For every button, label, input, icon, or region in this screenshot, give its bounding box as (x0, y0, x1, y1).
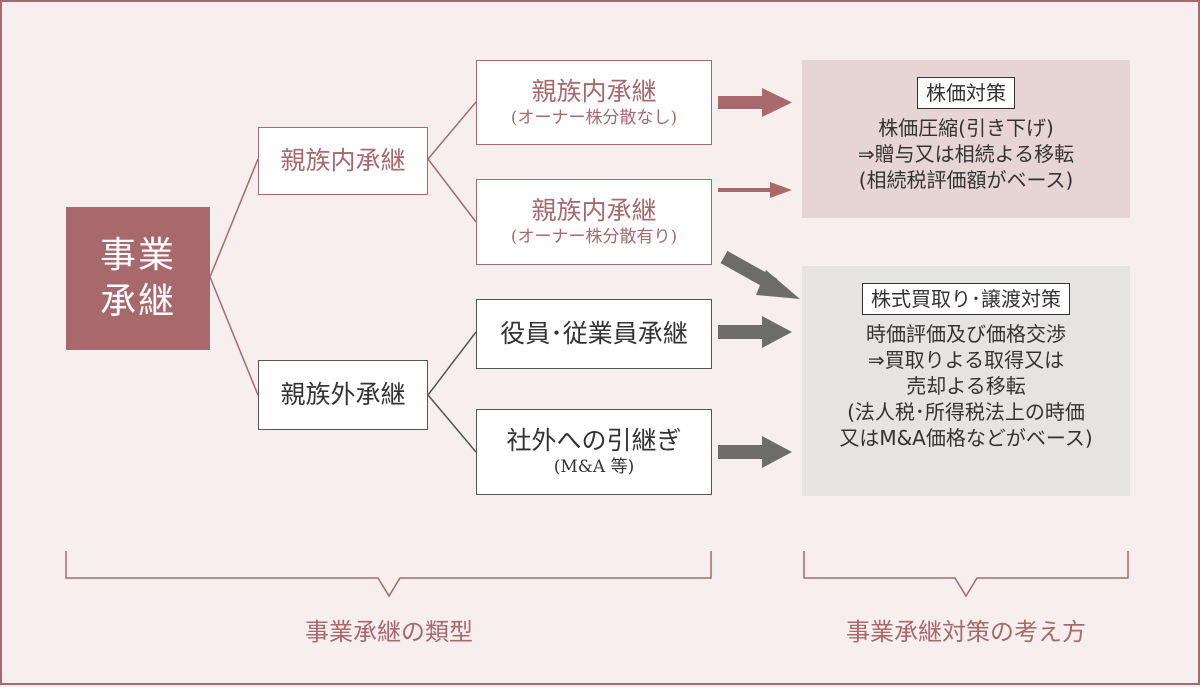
panel-buyback-line: ⇒買取りよる取得又は (867, 348, 1065, 372)
panel-buyback-line: 又はM&A価格などがベース) (839, 426, 1093, 450)
panel-stock-price-line: (相続税評価額がベース) (858, 168, 1074, 192)
node-family-disperse-sub: (オーナー株分散有り) (510, 227, 678, 247)
connector-outside-external (427, 394, 477, 453)
panel-buyback-line: 時価評価及び価格交渉 (866, 322, 1066, 346)
connector-family-no-disperse (427, 101, 477, 160)
arrow-gray-external (718, 436, 792, 468)
node-outside-succession-label: 親族外承継 (280, 380, 406, 409)
arrow-gray-employee (718, 316, 792, 348)
connector-family-disperse (427, 158, 477, 223)
root-business-succession: 事業 承継 (66, 207, 210, 350)
tree-connectors-dark (427, 331, 477, 453)
panel-buyback-tag: 株式買取り･譲渡対策 (862, 283, 1070, 315)
footer-succession-measures: 事業承継対策の考え方 (846, 618, 1086, 646)
panel-buyback-line: (法人税･所得税法上の時価 (847, 400, 1085, 424)
connector-outside-employee (427, 331, 477, 396)
arrow-diagonal-gray (720, 250, 800, 299)
node-family-no-disperse-sub: (オーナー株分散なし) (510, 107, 678, 128)
root-line-1: 事業 (99, 234, 176, 276)
connector-root-outside (209, 276, 259, 396)
node-external-handover: 社外への引継ぎ (M&A 等) (476, 409, 712, 495)
braces (65, 551, 1129, 598)
node-family-disperse: 親族内承継 (オーナー株分散有り) (476, 179, 712, 265)
node-external-handover-sub: (M&A 等) (553, 457, 635, 477)
arrow-thin-red (718, 182, 792, 198)
brace-measures (803, 551, 1129, 598)
arrow-thick-red (718, 88, 792, 117)
node-family-succession: 親族内承継 (258, 127, 428, 195)
node-family-succession-label: 親族内承継 (280, 146, 406, 175)
panel-buyback-measures: 株式買取り･譲渡対策 時価評価及び価格交渉 ⇒買取りよる取得又は 売却よる移転 … (802, 266, 1130, 496)
connector-root-family (209, 158, 259, 278)
node-outside-succession: 親族外承継 (258, 360, 428, 430)
footer-succession-types: 事業承継の類型 (305, 618, 473, 646)
node-employee-succession-title: 役員･従業員承継 (500, 319, 688, 348)
node-external-handover-title: 社外への引継ぎ (506, 426, 682, 455)
panel-stock-price-tag: 株価対策 (917, 77, 1015, 109)
node-employee-succession: 役員･従業員承継 (476, 299, 712, 369)
panel-stock-price-line: 株価圧縮(引き下げ) (878, 116, 1054, 140)
panel-stock-price-line: ⇒贈与又は相続よる移転 (857, 142, 1075, 166)
root-line-2: 承継 (99, 280, 176, 322)
tree-connectors (209, 101, 477, 396)
node-family-no-disperse-title: 親族内承継 (531, 76, 657, 106)
node-family-disperse-title: 親族内承継 (531, 196, 657, 225)
node-family-no-disperse: 親族内承継 (オーナー株分散なし) (476, 60, 712, 145)
panel-buyback-line: 売却よる移転 (906, 374, 1026, 398)
brace-types (65, 551, 712, 598)
panel-stock-price-measures: 株価対策 株価圧縮(引き下げ) ⇒贈与又は相続よる移転 (相続税評価額がベース) (802, 60, 1130, 218)
